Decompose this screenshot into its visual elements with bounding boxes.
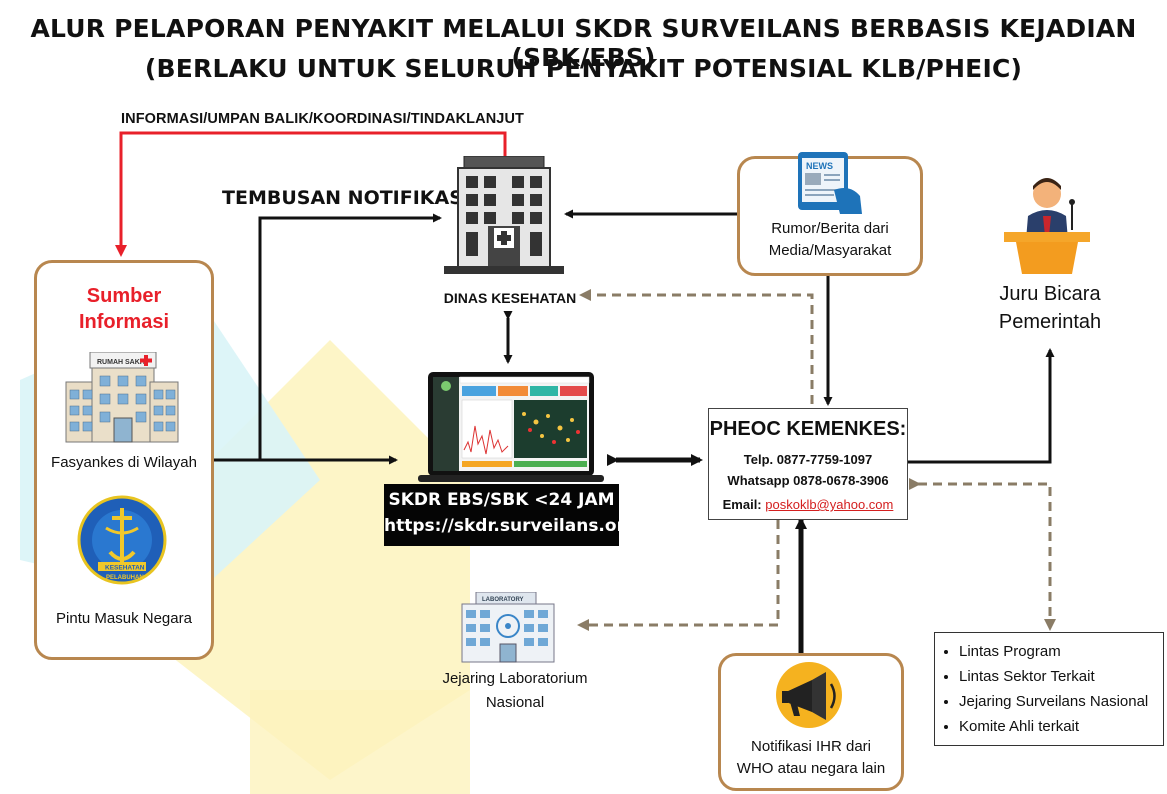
- facility-label: Fasyankes di Wilayah: [51, 454, 197, 471]
- news-tablet-icon: NEWS: [798, 152, 862, 214]
- spokesperson-podium-icon: [1004, 178, 1090, 274]
- dinkes-building-icon: [444, 156, 564, 274]
- lab-line2: Nasional: [485, 694, 545, 711]
- media-line2: Media/Masyarakat: [768, 242, 892, 259]
- source-info-box: [34, 260, 214, 660]
- megaphone-icon: [776, 662, 842, 728]
- page-title: ALUR PELAPORAN PENYAKIT MELALUI SKDR SUR…: [30, 14, 1137, 72]
- emblem-text-top: KESEHATAN: [105, 565, 145, 572]
- cc-notification-arrow: [258, 213, 442, 460]
- pheoc-phone: Telp. 0877-7759-1097: [743, 452, 873, 467]
- lab-sign-text: LABORATORY: [482, 597, 524, 603]
- pheoc-contact-box: [708, 408, 908, 520]
- ihr-line1: Notifikasi IHR dari: [750, 738, 872, 755]
- spokesperson-line2: Pemerintah: [998, 311, 1102, 333]
- dinkes-label: DINAS KESEHATAN: [443, 290, 577, 306]
- partner-item: Lintas Sektor Terkait: [959, 664, 1163, 689]
- ihr-line2: WHO atau negara lain: [736, 760, 886, 777]
- partners-list-box: Lintas Program Lintas Sektor Terkait Jej…: [934, 632, 1164, 746]
- partner-item: Lintas Program: [959, 639, 1163, 664]
- cc-notification-label: TEMBUSAN NOTIFIKASI: [222, 187, 470, 209]
- skdr-line1: SKDR EBS/SBK <24 JAM: [388, 490, 615, 510]
- partner-item: Komite Ahli terkait: [959, 714, 1163, 739]
- skdr-banner: [384, 484, 619, 546]
- pheoc-to-lab-dashed: [577, 511, 784, 631]
- hospital-icon: RUMAH SAKIT: [65, 352, 179, 443]
- pheoc-email-link[interactable]: poskoklb@yahoo.com: [765, 497, 894, 512]
- pheoc-email-label: Email:: [722, 497, 766, 512]
- lab-line1: Jejaring Laboratorium: [442, 670, 588, 687]
- partner-item: Jejaring Surveilans Nasional: [959, 689, 1163, 714]
- partners-list: Lintas Program Lintas Sektor Terkait Jej…: [935, 633, 1163, 739]
- feedback-line: [115, 131, 507, 257]
- feedback-label: INFORMASI/UMPAN BALIK/KOORDINASI/TINDAKL…: [121, 111, 524, 127]
- skdr-url[interactable]: https://skdr.surveilans.org: [384, 516, 638, 536]
- port-health-emblem: KESEHATAN PELABUHAN: [77, 495, 167, 585]
- skdr-dashboard-laptop: [418, 372, 604, 482]
- emblem-text-bottom: PELABUHAN: [106, 575, 144, 581]
- media-line1: Rumor/Berita dari: [771, 220, 889, 237]
- port-label: Pintu Masuk Negara: [56, 610, 192, 627]
- pheoc-email-row: Email: poskoklb@yahoo.com: [708, 497, 908, 512]
- pheoc-title: PHEOC KEMENKES:: [709, 418, 907, 440]
- spokesperson-line1: Juru Bicara: [999, 283, 1101, 305]
- pheoc-whatsapp: Whatsapp 0878-0678-3906: [727, 473, 889, 488]
- pheoc-to-dinkes-dashed: [579, 289, 814, 404]
- news-icon-text: NEWS: [806, 161, 833, 171]
- source-title-line2: Informasi: [78, 311, 170, 333]
- page-subtitle: (BERLAKU UNTUK SELURUH PENYAKIT POTENSIA…: [144, 54, 1023, 83]
- pheoc-to-partners-dashed: [909, 478, 1056, 631]
- laboratory-building-icon: LABORATORY: [461, 592, 555, 663]
- pheoc-to-spokesperson-arrow: [908, 348, 1055, 464]
- hospital-sign-text: RUMAH SAKIT: [97, 359, 147, 366]
- source-title-line1: Sumber: [86, 285, 162, 307]
